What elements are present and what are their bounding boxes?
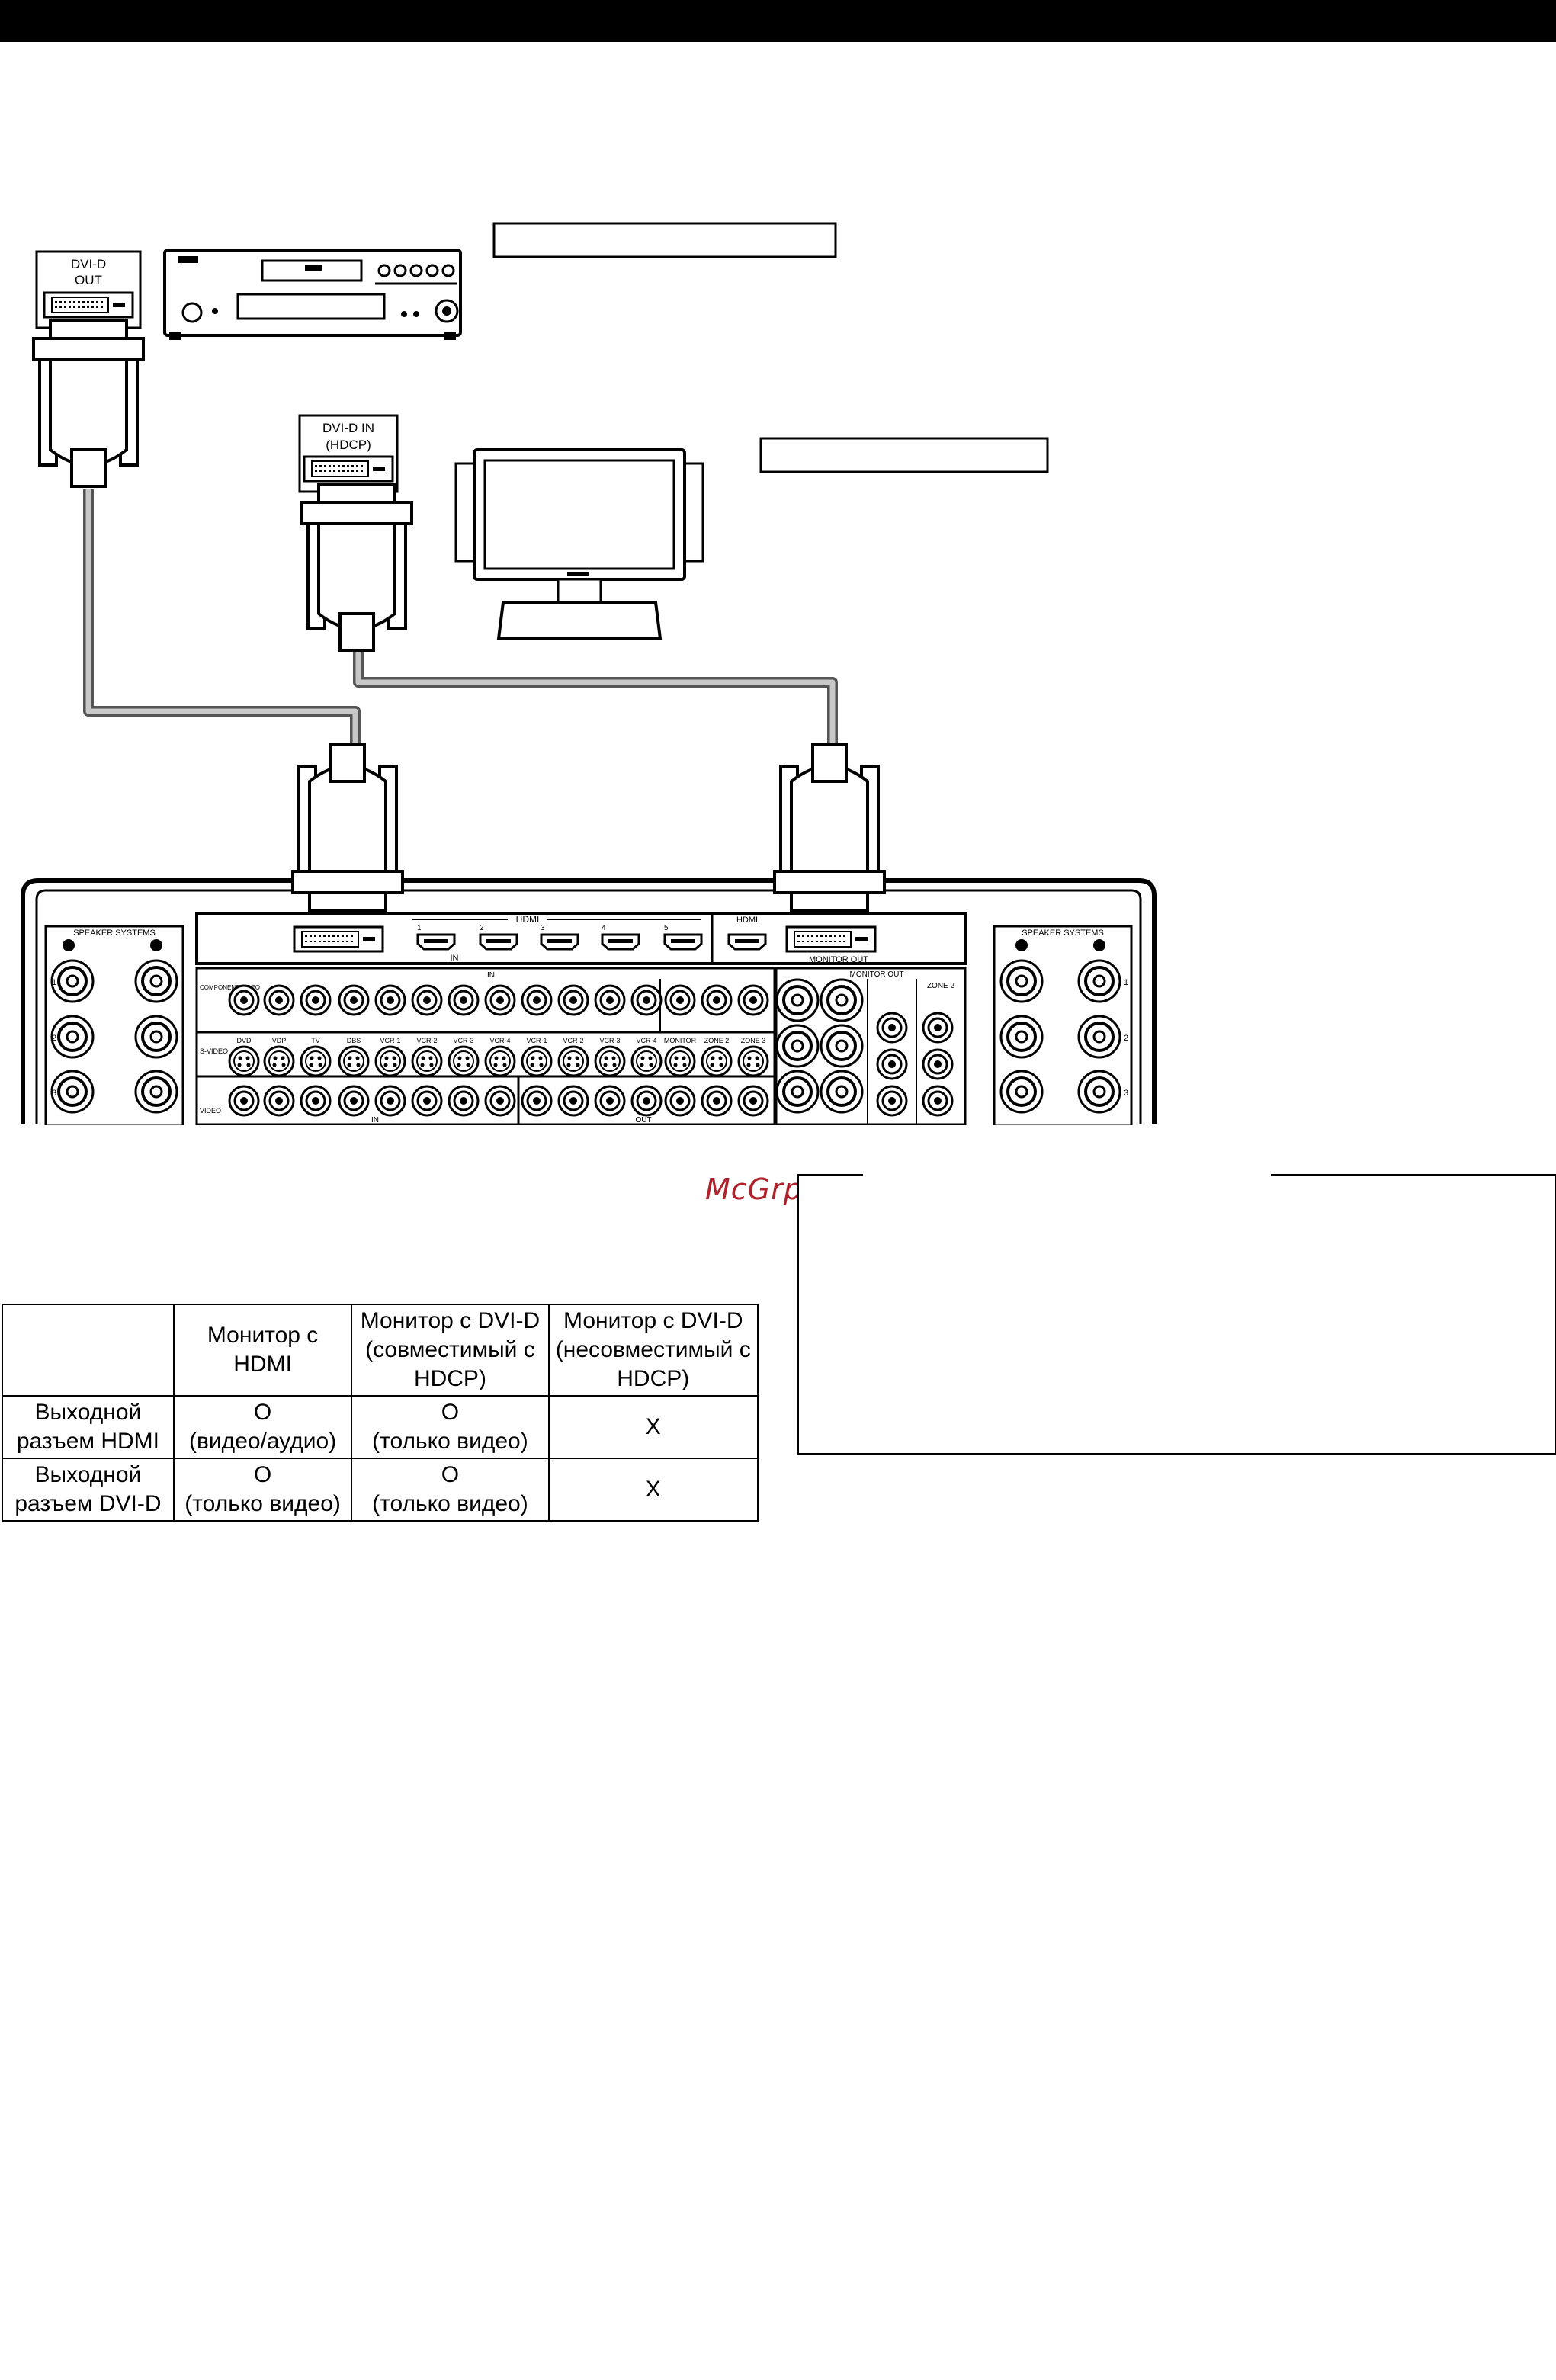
svg-text:2: 2 [52, 1034, 56, 1043]
hdmi-in-label: IN [451, 954, 459, 963]
svg-text:−: − [1096, 939, 1102, 951]
speaker-systems-right-label: SPEAKER SYSTEMS [1022, 929, 1104, 938]
player-port-label-line2: OUT [75, 273, 102, 287]
svg-text:2: 2 [1124, 1034, 1128, 1043]
cable-receiver-to-monitor-core [355, 648, 836, 755]
sv-vcr1-out: VCR-1 [526, 1037, 547, 1044]
monitor-port-label-line1: DVI-D IN [322, 421, 374, 435]
composite-video-jacks [228, 1085, 769, 1117]
note-box-gap [863, 1168, 1271, 1180]
sv-dvd: DVD [236, 1037, 252, 1044]
sv-vcr3-in: VCR-3 [453, 1037, 473, 1044]
sv-vdp: VDP [272, 1037, 287, 1044]
monitor-caption-box [759, 437, 1049, 473]
sv-vcr2-out: VCR-2 [563, 1037, 583, 1044]
svg-text:3: 3 [52, 1089, 56, 1098]
video-label: VIDEO [200, 1107, 221, 1115]
sv-vcr1-in: VCR-1 [380, 1037, 400, 1044]
component-video-label: COMPONENT VIDEO [200, 984, 260, 991]
speaker-systems-left-label: SPEAKER SYSTEMS [73, 929, 156, 938]
s-video-label: S-VIDEO [200, 1047, 228, 1055]
table-cell: O(только видео) [351, 1395, 550, 1459]
table-cell: O(видео/аудио) [172, 1395, 353, 1459]
video-in-label: IN [371, 1116, 379, 1124]
monitor-out-label: MONITOR OUT [809, 955, 868, 964]
hdmi-out-label: HDMI [736, 916, 758, 925]
sv-monitor: MONITOR [664, 1037, 697, 1044]
zone2-component-label: ZONE 2 [927, 982, 955, 990]
svg-text:1: 1 [52, 978, 56, 987]
player-dvi-out-port: DVI-D OUT [35, 250, 142, 329]
note-box [797, 1174, 1556, 1455]
component-in-label: IN [487, 971, 495, 980]
table-cell: X [547, 1458, 759, 1522]
sv-vcr4-out: VCR-4 [636, 1037, 656, 1044]
header-bar [0, 0, 1556, 42]
receiver-rear-panel: SPEAKER SYSTEMS − + 1 2 3 SPEAKER SYSTEM… [21, 878, 1157, 1127]
sv-vcr2-in: VCR-2 [416, 1037, 437, 1044]
s-video-jacks: DVD VDP TV DBS VCR-1 VCR-2 VCR-3 VCR-4 V… [228, 1037, 769, 1077]
monitor-port-label-line2: (HDCP) [326, 438, 371, 452]
player-port-label-line1: DVI-D [71, 257, 106, 271]
connection-diagram: DVI-D OUT DVI-D IN (HDCP) [0, 222, 1556, 1143]
receiver-dvi-out-plug [775, 745, 884, 911]
receiver-dvi-in-plug [293, 745, 403, 911]
svg-text:1: 1 [1124, 978, 1128, 987]
table-cell: O(только видео) [172, 1458, 353, 1522]
svg-text:+: + [1019, 939, 1025, 951]
sv-zone2: ZONE 2 [704, 1037, 730, 1044]
table-cell: X [547, 1395, 759, 1459]
hdmi-in-1: 1 [417, 924, 422, 932]
table-cell: O(только видео) [351, 1458, 550, 1522]
hdmi-in-2: 2 [480, 924, 484, 932]
cable-receiver-to-monitor [353, 648, 838, 755]
sv-vcr3-out: VCR-3 [599, 1037, 620, 1044]
hdmi-in-3: 3 [541, 924, 545, 932]
hdmi-in-5: 5 [664, 924, 669, 932]
sv-dbs: DBS [347, 1037, 361, 1044]
hdmi-group-label: HDMI [516, 914, 540, 925]
component-jacks [228, 984, 769, 1016]
player-caption-box [492, 222, 837, 258]
player-dvi-plug [32, 319, 145, 488]
hdmi-in-4: 4 [602, 924, 606, 932]
sv-tv: TV [311, 1037, 320, 1044]
monitor-dvi-in-port: DVI-D IN (HDCP) [298, 414, 399, 493]
svg-text:−: − [66, 939, 72, 951]
svg-text:+: + [153, 939, 159, 951]
video-out-label: OUT [635, 1116, 651, 1124]
table-corner-cell [2, 1304, 175, 1397]
monitor-illustration [454, 448, 704, 640]
monitor-out-component-label: MONITOR OUT [850, 970, 904, 979]
cable-player-to-receiver-core [85, 489, 358, 755]
sv-vcr4-in: VCR-4 [489, 1037, 510, 1044]
sv-zone3: ZONE 3 [741, 1037, 766, 1044]
svg-text:3: 3 [1124, 1089, 1128, 1098]
monitor-dvi-plug [300, 483, 413, 652]
dvd-player-illustration [163, 249, 462, 340]
